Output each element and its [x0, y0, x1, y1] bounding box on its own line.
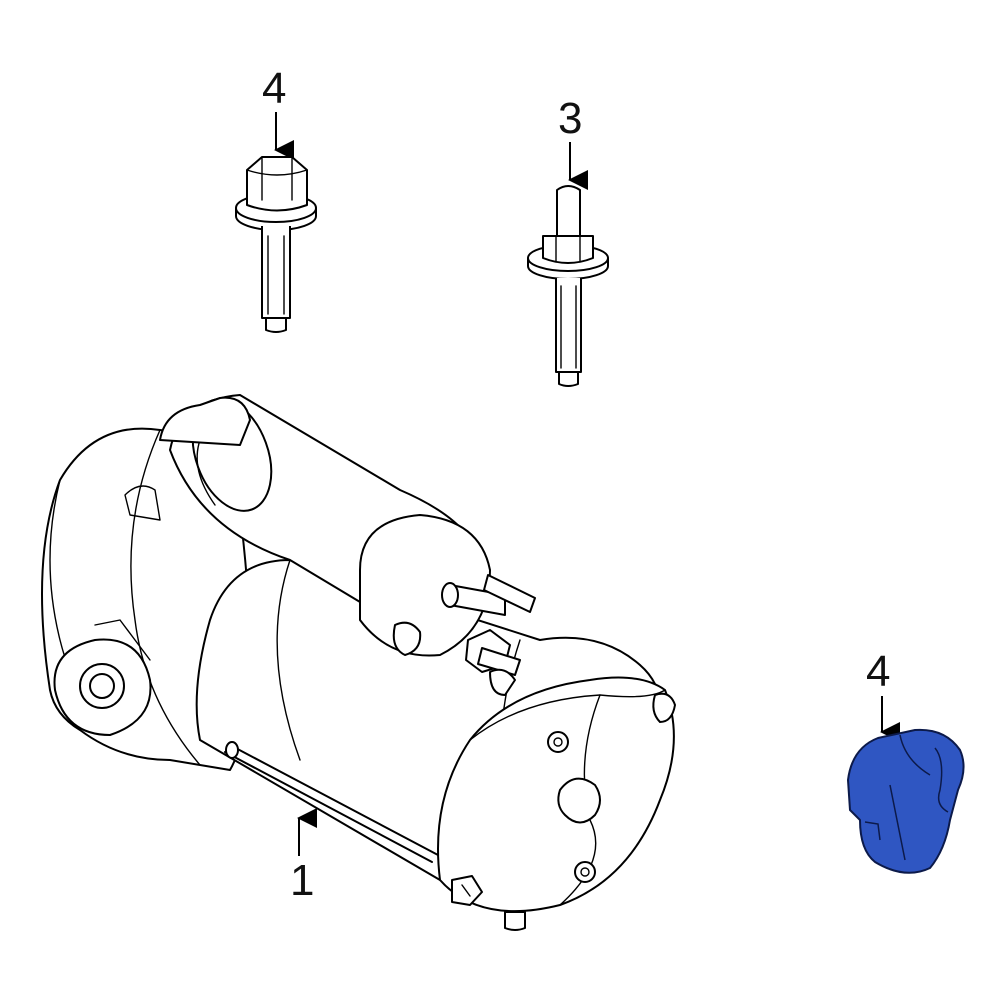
- callout-1-label: 1: [290, 856, 314, 905]
- callout-3-label: 4: [262, 64, 286, 113]
- part-1-starter-motor[interactable]: 1: [41, 388, 676, 931]
- part-2-mounting-stud[interactable]: 3: [527, 94, 609, 387]
- part-3-mounting-bolt[interactable]: 4: [235, 64, 317, 333]
- callout-4-label: 4: [866, 647, 890, 696]
- callout-2-label: 3: [558, 94, 582, 143]
- part-4-terminal-cover[interactable]: 4: [847, 647, 965, 874]
